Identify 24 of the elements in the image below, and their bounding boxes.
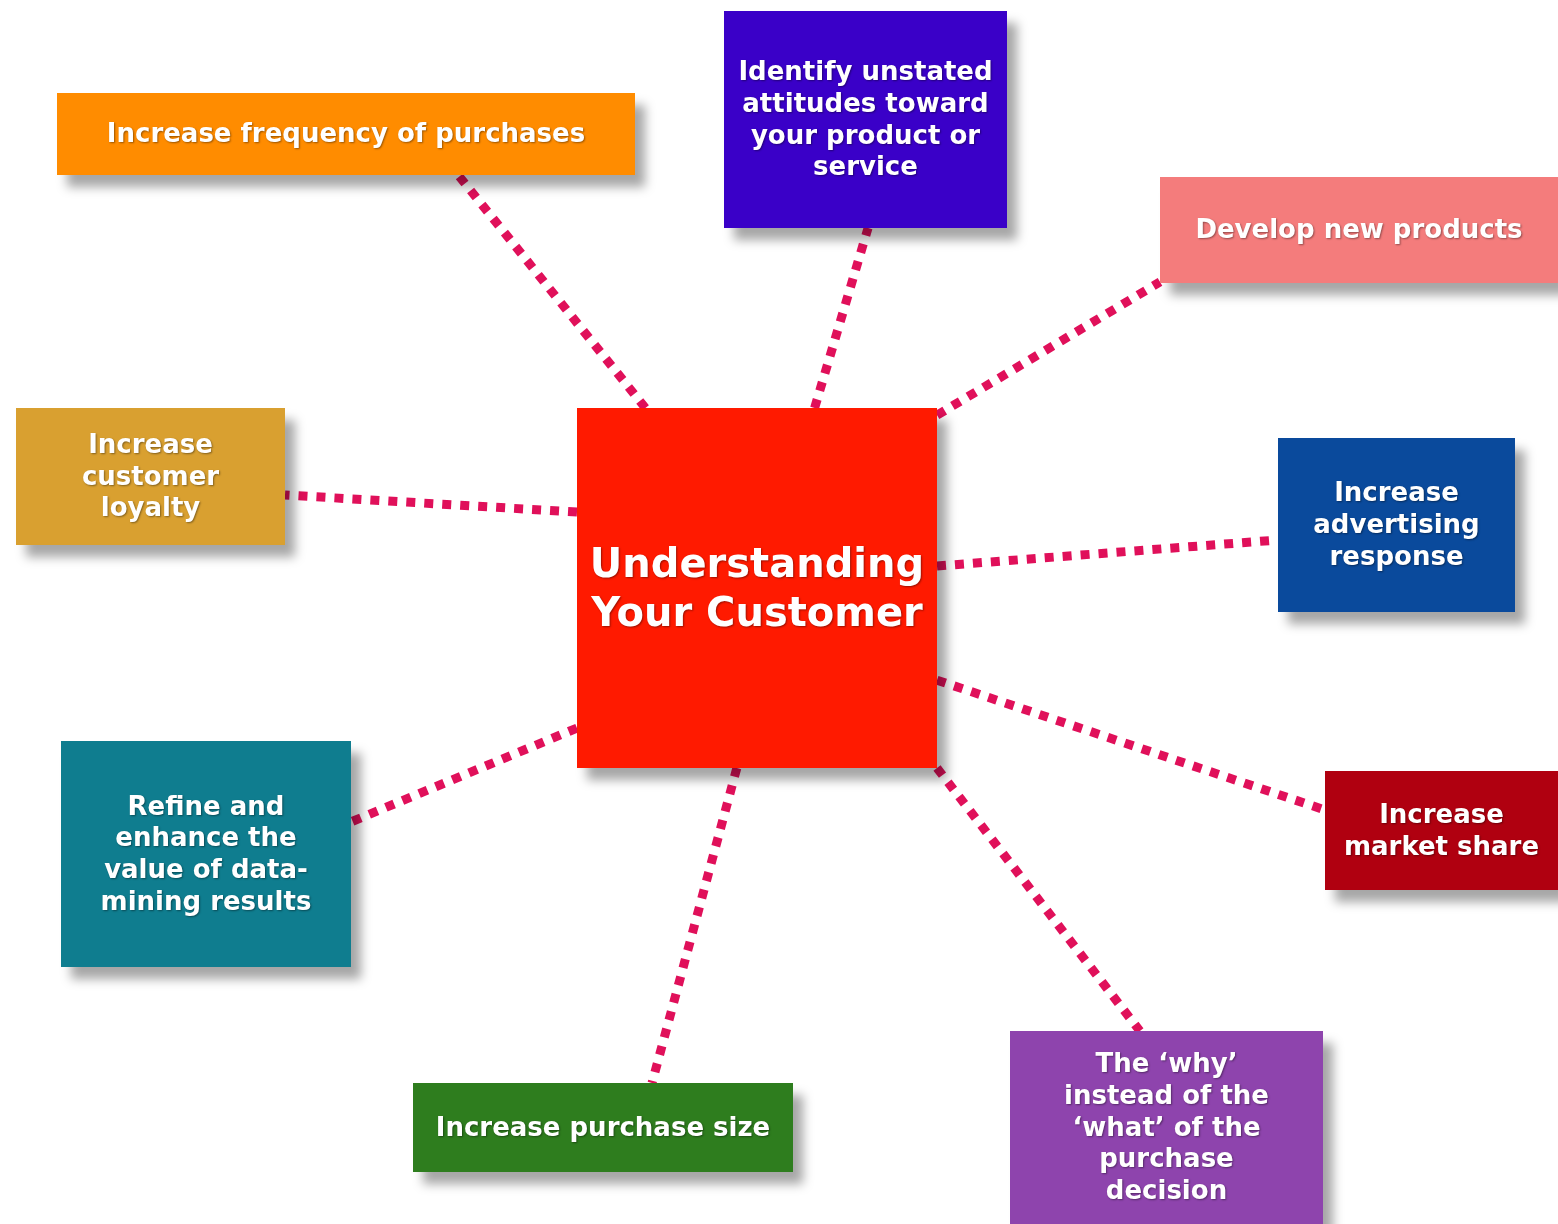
goal-box: [1160, 177, 1558, 283]
goal-box: [1325, 771, 1558, 890]
goal-box: [57, 93, 635, 175]
goal-label: Increase market share: [1342, 798, 1541, 863]
goal-label: Increase purchase size: [435, 1111, 771, 1144]
goal-box: [1278, 438, 1515, 612]
goal-box: [724, 11, 1007, 228]
goal-label: Increase frequency of purchases: [106, 118, 586, 150]
goal-label: Increase customer loyalty: [80, 428, 221, 525]
goal-label: Develop new products: [1195, 214, 1523, 246]
goal-box: [61, 741, 351, 967]
dotted-connector: [810, 226, 873, 410]
goal-label: Increase advertising response: [1312, 477, 1481, 573]
goal-box: [1010, 1031, 1323, 1224]
central-title: Understanding Your Customer: [588, 539, 926, 637]
dotted-connector: [933, 765, 1144, 1034]
goal-box: [16, 408, 285, 545]
goal-box: [413, 1083, 793, 1172]
goal-label: Identify unstated attitudes toward your product or service: [737, 56, 994, 183]
dotted-connector: [284, 490, 578, 517]
goal-label: Refine and enhance the value of data-mining results: [99, 790, 313, 918]
dotted-connector: [647, 766, 742, 1085]
central-box: [577, 408, 937, 768]
goal-label: The ‘why’ instead of the ‘what’ of the purchase decision: [1063, 1048, 1270, 1207]
